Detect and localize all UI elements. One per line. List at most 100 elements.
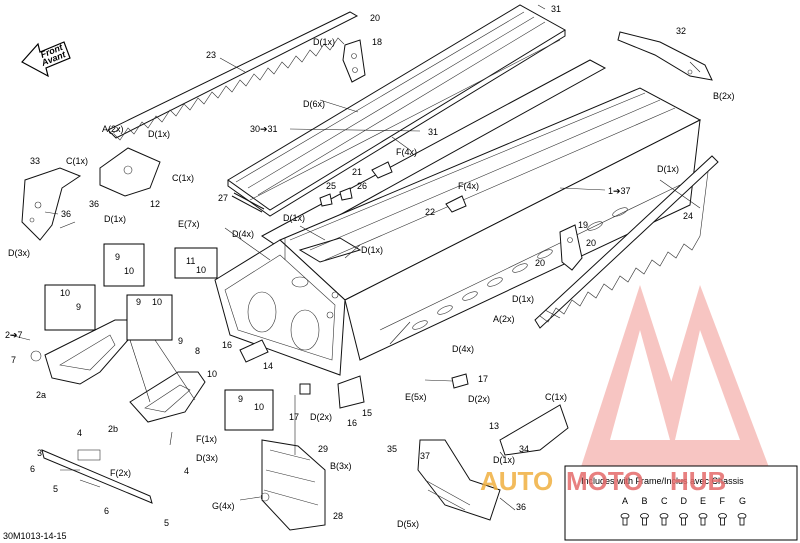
legend-letter-c: C [661, 496, 668, 506]
label-2a: 2a [36, 390, 46, 400]
label-d1x: D(1x) [512, 294, 534, 304]
label-24: 24 [683, 211, 693, 221]
label-28: 28 [333, 511, 343, 521]
fastener-g-icon [737, 513, 747, 526]
legend-letter-b: B [642, 496, 648, 506]
label-25: 25 [326, 181, 336, 191]
label-27: 27 [218, 193, 228, 203]
label-17: 17 [289, 412, 299, 422]
part-32-bracket [617, 31, 713, 81]
label-c1x: C(1x) [66, 156, 88, 166]
part-14-plate [239, 339, 269, 363]
label-d1x: D(1x) [493, 455, 515, 465]
label-a2x: A(2x) [102, 124, 124, 134]
label-d2x: D(2x) [310, 412, 332, 422]
fastener-c-icon [659, 513, 669, 526]
label-f4x: F(4x) [396, 147, 417, 157]
part-19-bracket [559, 224, 583, 271]
label-f2x: F(2x) [110, 468, 131, 478]
front-arrow-icon: Front Avant [21, 41, 71, 78]
label-37: 37 [420, 451, 430, 461]
leader-lines [9, 4, 701, 511]
label-e5x: E(5x) [405, 392, 427, 402]
watermark-text: AUTO MOTO HUB [480, 466, 726, 496]
label-31: 31 [551, 4, 561, 14]
label-d1x: D(1x) [283, 213, 305, 223]
label-16: 16 [347, 418, 357, 428]
label-36: 36 [89, 199, 99, 209]
part-12-bracket [99, 147, 161, 197]
label-36: 36 [516, 502, 526, 512]
watermark-auto: AUTO [480, 466, 553, 496]
label-9: 9 [136, 297, 141, 307]
label-10: 10 [196, 265, 206, 275]
label-b2x: B(2x) [713, 91, 735, 101]
label-8: 8 [195, 346, 200, 356]
part-26-clip [339, 187, 353, 201]
part-25-clip [319, 193, 333, 207]
legend-letter-d: D [681, 496, 688, 506]
label-6: 6 [104, 506, 109, 516]
label-b3x: B(3x) [330, 461, 352, 471]
label-34: 34 [519, 444, 529, 454]
label-d3x: D(3x) [196, 453, 218, 463]
label-10: 10 [207, 369, 217, 379]
label-10: 10 [60, 288, 70, 298]
part-37-bumper [417, 439, 501, 521]
label-5: 5 [164, 518, 169, 528]
label-16: 16 [222, 340, 232, 350]
part-24-rail [534, 155, 719, 329]
label-d6x: D(6x) [303, 99, 325, 109]
label-a2x: A(2x) [493, 314, 515, 324]
label-d1x: D(1x) [313, 37, 335, 47]
label-4: 4 [77, 428, 82, 438]
label-26: 26 [357, 181, 367, 191]
part-22-clip [445, 195, 467, 213]
label-36: 36 [61, 209, 71, 219]
label-31: 31 [428, 127, 438, 137]
label-29: 29 [318, 444, 328, 454]
label-30-31: 30➔31 [250, 124, 278, 134]
part-18-bracket [342, 39, 366, 83]
legend-title: Includes with Frame/Inclus avec Chassis [581, 476, 744, 486]
label-f4x: F(4x) [458, 181, 479, 191]
label-14: 14 [263, 361, 273, 371]
label-32: 32 [676, 26, 686, 36]
fastener-a-icon [620, 513, 630, 526]
label-11: 11 [186, 256, 195, 266]
label-d1x: D(1x) [104, 214, 126, 224]
label-1-37: 1➔37 [608, 186, 631, 196]
label-5: 5 [53, 484, 58, 494]
label-d1x: D(1x) [148, 129, 170, 139]
label-13: 13 [489, 421, 499, 431]
legend-letter-f: F [720, 496, 726, 506]
part-15-plate [337, 375, 365, 409]
label-18: 18 [372, 37, 382, 47]
doc-code: 30M1013-14-15 [3, 531, 67, 541]
label-d1x: D(1x) [657, 164, 679, 174]
label-35: 35 [387, 444, 397, 454]
part-3-skid [41, 449, 153, 504]
legend-letter-a: A [622, 496, 628, 506]
part-27-rod [231, 192, 265, 213]
label-d4x: D(4x) [452, 344, 474, 354]
label-10: 10 [124, 266, 134, 276]
label-10: 10 [152, 297, 162, 307]
watermark-hub: HUB [670, 466, 726, 496]
part-2a-bracket [30, 319, 129, 385]
label-2-7: 2➔7 [5, 330, 23, 340]
part-13-bracket [499, 404, 569, 456]
part-17-pad-b [451, 373, 469, 389]
label-9: 9 [178, 336, 183, 346]
label-4: 4 [184, 466, 189, 476]
label-20: 20 [370, 13, 380, 23]
part-21-clip [371, 161, 393, 179]
callout-boxes [44, 243, 274, 431]
label-f1x: F(1x) [196, 434, 217, 444]
part-labels: 20 D(1x) 18 31 32 B(2x) 23 D(6x) A(2x) D… [5, 4, 735, 529]
part-2b-bracket [129, 371, 206, 423]
label-17: 17 [478, 374, 488, 384]
